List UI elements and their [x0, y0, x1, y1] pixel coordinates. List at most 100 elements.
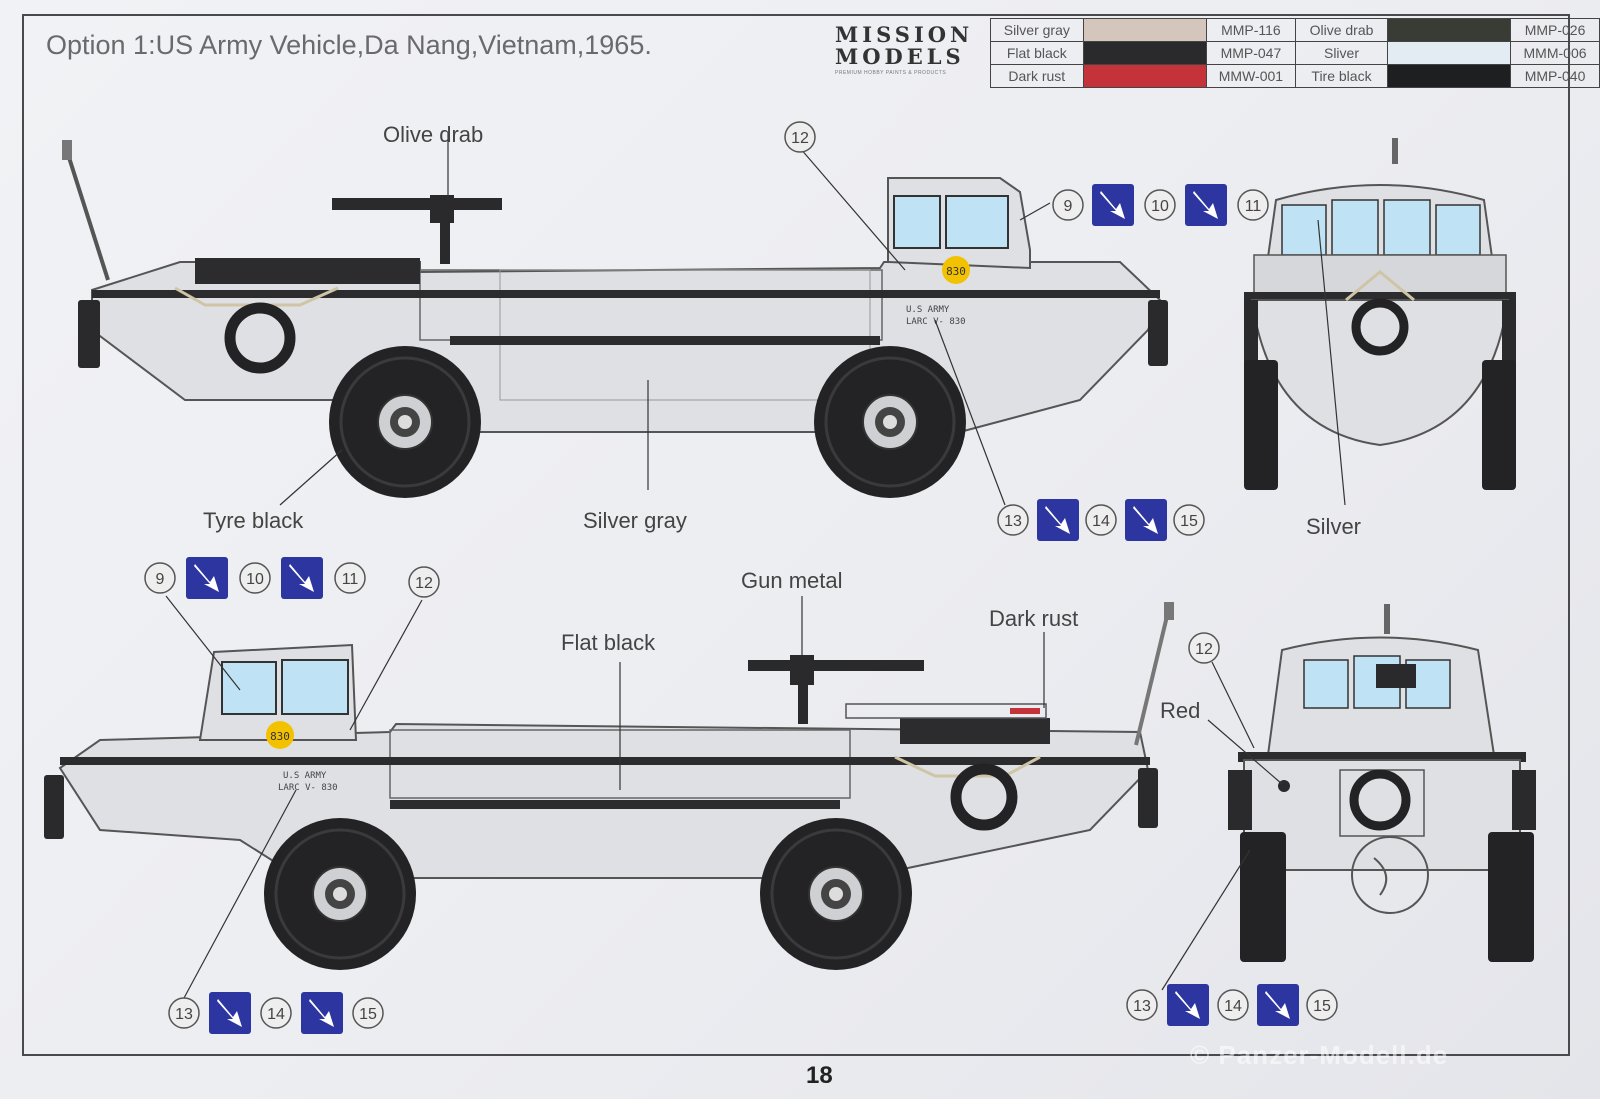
- unit-marking: U.S ARMY: [906, 305, 950, 315]
- antenna: [1134, 611, 1170, 746]
- antenna-tip: [62, 140, 72, 160]
- designation-marking: LARC V- 830: [278, 783, 338, 793]
- decal-icon: [209, 992, 251, 1034]
- gun-rear: [1376, 664, 1416, 688]
- decal-number: 15: [1180, 513, 1198, 530]
- decal-number: 15: [359, 1006, 377, 1023]
- paint-name: Sliver: [1295, 41, 1388, 65]
- gunwale-strip: [92, 290, 1160, 298]
- cab-window: [945, 195, 1009, 249]
- decal-number: 14: [267, 1006, 285, 1023]
- rear-wheel: [812, 344, 968, 500]
- callout-olive-drab: Olive drab: [383, 122, 484, 147]
- paint-name: Dark rust: [990, 64, 1084, 88]
- number-disc: [942, 256, 970, 284]
- decal-number: 9: [156, 571, 165, 588]
- dark-rust-exhaust: [1010, 708, 1040, 714]
- paint-code: MMP-040: [1510, 64, 1600, 88]
- paint-swatch: [1386, 41, 1512, 65]
- wheel-right: [1488, 832, 1534, 962]
- callout-flat-black: Flat black: [561, 630, 656, 655]
- decal-number: 11: [1245, 198, 1262, 215]
- paint-swatch: [1386, 18, 1512, 42]
- decal-number: 14: [1224, 998, 1242, 1015]
- decal-number: 12: [1195, 641, 1213, 658]
- decal-number: 12: [415, 575, 433, 592]
- unit-marking: U.S ARMY: [283, 771, 327, 781]
- callout-red: Red: [1160, 698, 1201, 723]
- number-disc-text: 830: [270, 730, 290, 743]
- antenna: [1384, 604, 1390, 634]
- brand-logo: MISSION MODELS PREMIUM HOBBY PAINTS & PR…: [835, 22, 985, 77]
- gunwale-strip: [60, 757, 1150, 765]
- wheel-right: [1482, 360, 1516, 490]
- stern-bumper: [1148, 300, 1168, 366]
- callout-dark-rust: Dark rust: [989, 606, 1079, 631]
- rear-wheel: [758, 816, 914, 972]
- watermark: © Panzer-Modell.de: [1190, 1040, 1449, 1070]
- decal-icon: [281, 557, 323, 599]
- cab-window: [221, 661, 277, 715]
- bow-bumper: [44, 775, 64, 839]
- bow-bumper: [78, 300, 100, 368]
- decal-number: 11: [342, 571, 359, 588]
- decal-group: 12: [408, 566, 440, 598]
- decal-icon: [1125, 499, 1167, 541]
- callout-silver-gray: Silver gray: [583, 508, 687, 533]
- decal-icon: [1092, 184, 1134, 226]
- page-title: Option 1:US Army Vehicle,Da Nang,Vietnam…: [46, 30, 652, 60]
- decal-group: 13 14 15: [1126, 984, 1338, 1026]
- engine-grille: [900, 718, 1050, 744]
- hull: [91, 261, 1162, 433]
- decal-group: 12: [1188, 632, 1220, 664]
- paint-code: MMP-047: [1205, 41, 1297, 65]
- bow-hull: [1250, 299, 1510, 447]
- propeller: [1351, 836, 1429, 914]
- paint-name: Silver gray: [990, 18, 1084, 42]
- sheet-border: [22, 14, 1570, 1056]
- front-wheel: [262, 816, 418, 972]
- decal-number: 14: [1092, 513, 1110, 530]
- paint-name: Olive drab: [1295, 18, 1388, 42]
- decal-group: 12: [784, 121, 816, 153]
- page-number: 18: [806, 1062, 833, 1089]
- front-wheel: [327, 344, 483, 500]
- callout-silver: Silver: [1306, 514, 1362, 539]
- paint-name: Tire black: [1295, 64, 1388, 88]
- stern-bumper: [1138, 768, 1158, 828]
- decal-number: 10: [246, 571, 264, 588]
- decal-group: 9 10 11: [1052, 184, 1269, 226]
- decal-icon: [186, 557, 228, 599]
- life-ring: [1349, 769, 1411, 831]
- brand-line1: MISSION: [835, 22, 974, 47]
- cab-window: [281, 659, 349, 715]
- brand-tagline: PREMIUM HOBBY PAINTS & PRODUCTS: [835, 70, 947, 76]
- rub-strip: [390, 800, 840, 809]
- machine-gun: [332, 198, 502, 210]
- engine-grille: [195, 258, 420, 284]
- decal-callouts: 12 9 10 11 13 14 15: [144, 121, 1338, 1034]
- decal-number: 13: [1133, 998, 1151, 1015]
- decal-number: 9: [1064, 198, 1073, 215]
- decal-number: 13: [1004, 513, 1022, 530]
- machine-gun: [748, 660, 924, 671]
- decal-icon: [1185, 184, 1227, 226]
- decal-number: 13: [175, 1006, 193, 1023]
- number-disc-text: 830: [946, 265, 966, 278]
- side-view-bottom: 830 U.S ARMY LARC V- 830: [44, 595, 1174, 999]
- number-disc: [266, 721, 294, 749]
- paint-color-table: Silver gray MMP-116 Olive drab MMP-026 F…: [990, 18, 1600, 88]
- paint-swatch: [1082, 64, 1207, 88]
- cab-window: [893, 195, 941, 249]
- wheel-left: [1244, 360, 1278, 490]
- gun-mount: [440, 222, 450, 264]
- decal-icon: [301, 992, 343, 1034]
- decal-icon: [1167, 984, 1209, 1026]
- life-ring: [224, 302, 296, 374]
- decal-number: 12: [791, 130, 809, 147]
- wheel-left: [1240, 832, 1286, 962]
- antenna: [64, 147, 110, 281]
- life-ring: [1351, 298, 1409, 356]
- decal-icon: [1257, 984, 1299, 1026]
- decal-icon: [1037, 499, 1079, 541]
